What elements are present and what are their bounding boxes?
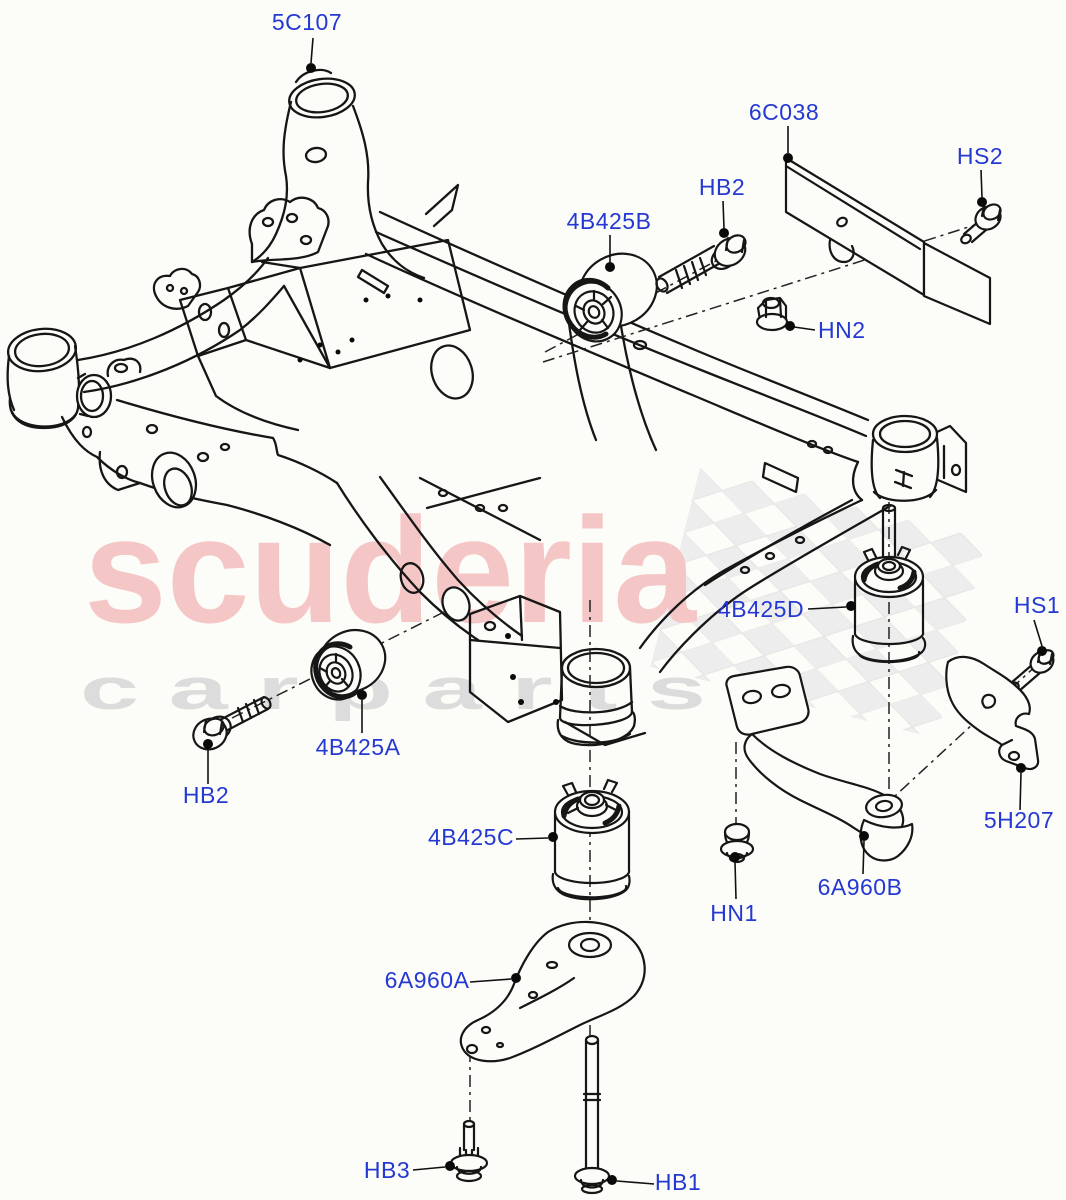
part-screw-hs2 bbox=[960, 203, 1002, 245]
label-4b425b: 4B425B bbox=[567, 208, 652, 272]
label-5h207-text: 5H207 bbox=[984, 807, 1054, 833]
label-5c107-text: 5C107 bbox=[272, 9, 342, 35]
label-hn2: HN2 bbox=[785, 317, 866, 343]
label-6a960a: 6A960A bbox=[385, 967, 521, 993]
label-4b425c-text: 4B425C bbox=[428, 824, 514, 850]
part-nut-hn2 bbox=[755, 296, 789, 332]
label-hs2-text: HS2 bbox=[957, 143, 1003, 169]
label-6a960b-text: 6A960B bbox=[818, 874, 903, 900]
label-hs1: HS1 bbox=[1014, 592, 1060, 656]
label-hn1-text: HN1 bbox=[710, 900, 758, 926]
watermark-layer: scuderia c a r p a r t s bbox=[80, 467, 987, 739]
label-4b425c: 4B425C bbox=[428, 824, 558, 850]
label-hs1-text: HS1 bbox=[1014, 592, 1060, 618]
checkered-flag-watermark bbox=[650, 467, 987, 739]
label-4b425a: 4B425A bbox=[316, 690, 401, 760]
part-arm-6a960b bbox=[725, 665, 914, 862]
part-arm-6a960a bbox=[459, 920, 646, 1063]
part-bushing-4b425b bbox=[562, 252, 658, 343]
part-bolt-hb2-lower bbox=[192, 695, 272, 751]
part-nut-hn1 bbox=[719, 822, 755, 864]
label-4b425b-text: 4B425B bbox=[567, 208, 652, 234]
part-bushing-4b425d bbox=[851, 503, 927, 664]
brand-watermark-text: scuderia bbox=[84, 486, 698, 654]
label-hb2-lower: HB2 bbox=[183, 739, 229, 808]
label-hb3-text: HB3 bbox=[364, 1157, 410, 1183]
detached-parts bbox=[192, 156, 1055, 1195]
axis-bushing-4b425a bbox=[231, 609, 449, 719]
part-bracket-6c038 bbox=[784, 156, 992, 326]
label-hn1: HN1 bbox=[710, 852, 758, 926]
part-bushing-4b425c bbox=[551, 778, 631, 901]
label-hn2-text: HN2 bbox=[818, 317, 866, 343]
part-bolt-hb2-upper bbox=[655, 234, 747, 295]
label-4b425d: 4B425D bbox=[718, 596, 856, 622]
part-bracket-5h207 bbox=[945, 655, 1040, 771]
label-6a960a-text: 6A960A bbox=[385, 967, 470, 993]
label-6a960b: 6A960B bbox=[818, 831, 903, 900]
part-bolt-hb3 bbox=[449, 1119, 489, 1183]
label-5c107: 5C107 bbox=[272, 9, 342, 73]
label-4b425d-text: 4B425D bbox=[718, 596, 804, 622]
label-hb2-upper-text: HB2 bbox=[699, 174, 745, 200]
label-hb2-upper: HB2 bbox=[699, 174, 745, 238]
label-6c038-text: 6C038 bbox=[749, 99, 819, 125]
subframe-crossmember-drawing bbox=[6, 68, 968, 747]
part-bolt-hb1 bbox=[573, 1034, 611, 1195]
label-hb3: HB3 bbox=[364, 1157, 455, 1183]
label-5h207: 5H207 bbox=[984, 763, 1054, 833]
label-hb1-text: HB1 bbox=[655, 1169, 701, 1195]
label-4b425a-text: 4B425A bbox=[316, 734, 401, 760]
label-hb2-lower-text: HB2 bbox=[183, 782, 229, 808]
label-hs2: HS2 bbox=[957, 143, 1003, 207]
part-labels: 5C107 6C038 HS2 HB2 4B425B HN2 bbox=[183, 9, 1060, 1195]
label-hb1: HB1 bbox=[607, 1169, 701, 1195]
part-bushing-4b425a bbox=[310, 628, 387, 701]
label-6c038: 6C038 bbox=[749, 99, 819, 163]
